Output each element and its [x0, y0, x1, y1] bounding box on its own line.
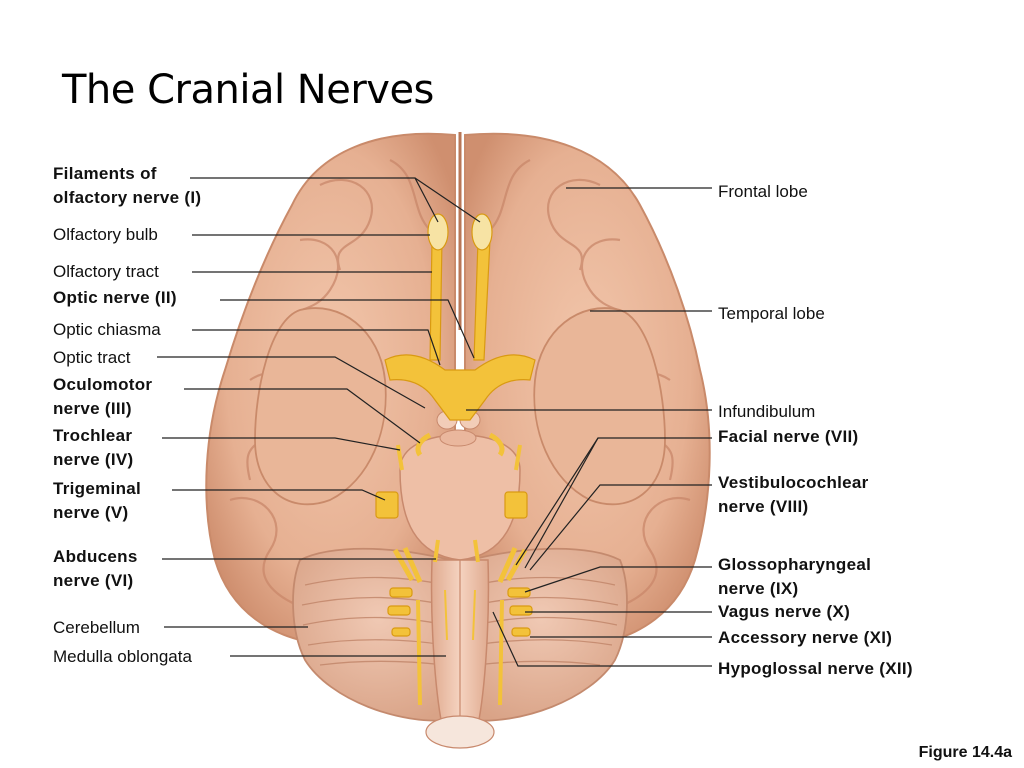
pons — [399, 434, 521, 561]
label-infundibulum: Infundibulum — [718, 402, 816, 421]
label-frontal-lobe: Frontal lobe — [718, 182, 808, 201]
nerves — [375, 213, 536, 706]
label-temporal-lobe: Temporal lobe — [718, 304, 825, 323]
right-temporal-lobe — [533, 307, 666, 506]
label-medulla-oblongata: Medulla oblongata — [53, 647, 192, 666]
label-accessory-nerve: Accessory nerve (XI) — [718, 628, 893, 647]
label-vagus-nerve: Vagus nerve (X) — [718, 602, 851, 621]
label-optic-chiasma: Optic chiasma — [53, 320, 161, 339]
label-cerebellum: Cerebellum — [53, 618, 140, 637]
label-facial-nerve: Facial nerve (VII) — [718, 427, 859, 446]
page-title: The Cranial Nerves — [62, 67, 434, 113]
label-olfactory-tract: Olfactory tract — [53, 262, 159, 281]
label-hypoglossal-nerve: Hypoglossal nerve (XII) — [718, 659, 913, 678]
label-optic-tract: Optic tract — [53, 348, 131, 367]
leader-lines — [157, 177, 712, 667]
label-olfactory-bulb: Olfactory bulb — [53, 225, 158, 244]
figure-caption: Figure 14.4a — [918, 744, 1012, 761]
label-optic-nerve: Optic nerve (II) — [53, 288, 177, 307]
